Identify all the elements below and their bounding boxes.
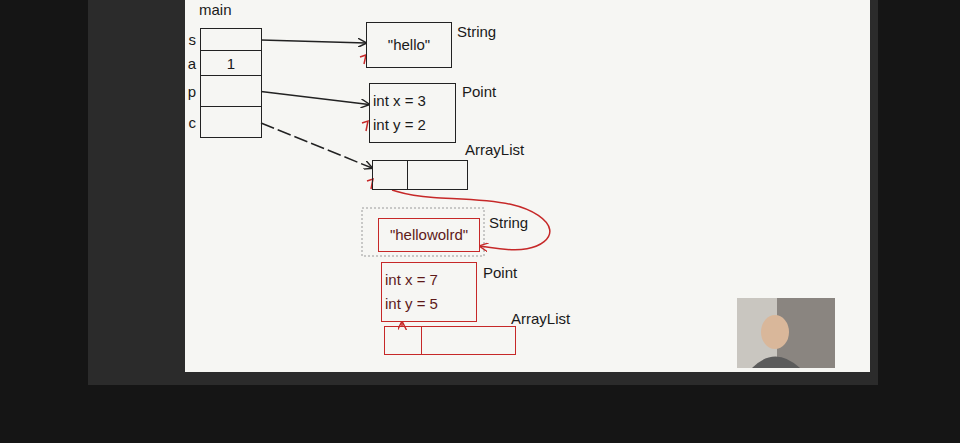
type-label: ArrayList [511,310,570,328]
heap-object: ArrayList [384,326,516,355]
type-label: String [489,214,528,232]
frame-title: main [199,1,232,19]
object-body: "hello" [367,32,451,58]
red-tick [362,121,368,131]
variable-slot: s [201,29,261,51]
field-value: "hello" [373,36,445,54]
heap-object: int x = 3int y = 2Point [369,83,456,143]
monitor-bezel [88,0,878,385]
webcam-overlay [737,298,835,368]
variable-name: a [188,55,196,73]
type-label: Point [483,264,517,282]
object-body: int x = 3int y = 2 [370,85,455,141]
heap-object: "hellowolrd"String [378,218,480,252]
variable-slot: a1 [201,51,261,76]
heap-object: int x = 7int y = 5Point [381,262,477,322]
object-body [373,171,467,179]
variable-slot: p [201,76,261,107]
variable-name: p [188,83,196,101]
type-label: String [457,23,496,41]
field-value: int x = 7 [385,268,470,292]
webcam-body [752,357,800,369]
reference-arrow [261,123,372,168]
type-label: ArrayList [465,141,524,159]
webcam-face [761,315,789,349]
variable-value: 1 [201,55,261,73]
reference-arrow [261,40,366,43]
heap-object: "hello"String [366,22,452,68]
list-slot-divider [421,327,422,354]
variable-name: s [189,31,197,49]
object-body: int x = 7int y = 5 [382,264,476,320]
type-label: Point [462,83,496,101]
field-value: int x = 3 [373,89,449,113]
reference-arrow [261,92,369,105]
screen [185,0,870,372]
field-value: "hellowolrd" [385,226,473,244]
list-slot-divider [407,161,408,189]
object-body: "hellowolrd" [379,222,479,248]
field-value: int y = 5 [385,292,470,316]
object-body [385,336,515,344]
heap-object: ArrayList [372,160,468,190]
variable-slot: c [201,107,261,139]
dotted-region [362,208,484,256]
field-value: int y = 2 [373,113,449,137]
variable-name: c [189,114,197,132]
stack-frame: sa1pcmain [200,28,262,138]
